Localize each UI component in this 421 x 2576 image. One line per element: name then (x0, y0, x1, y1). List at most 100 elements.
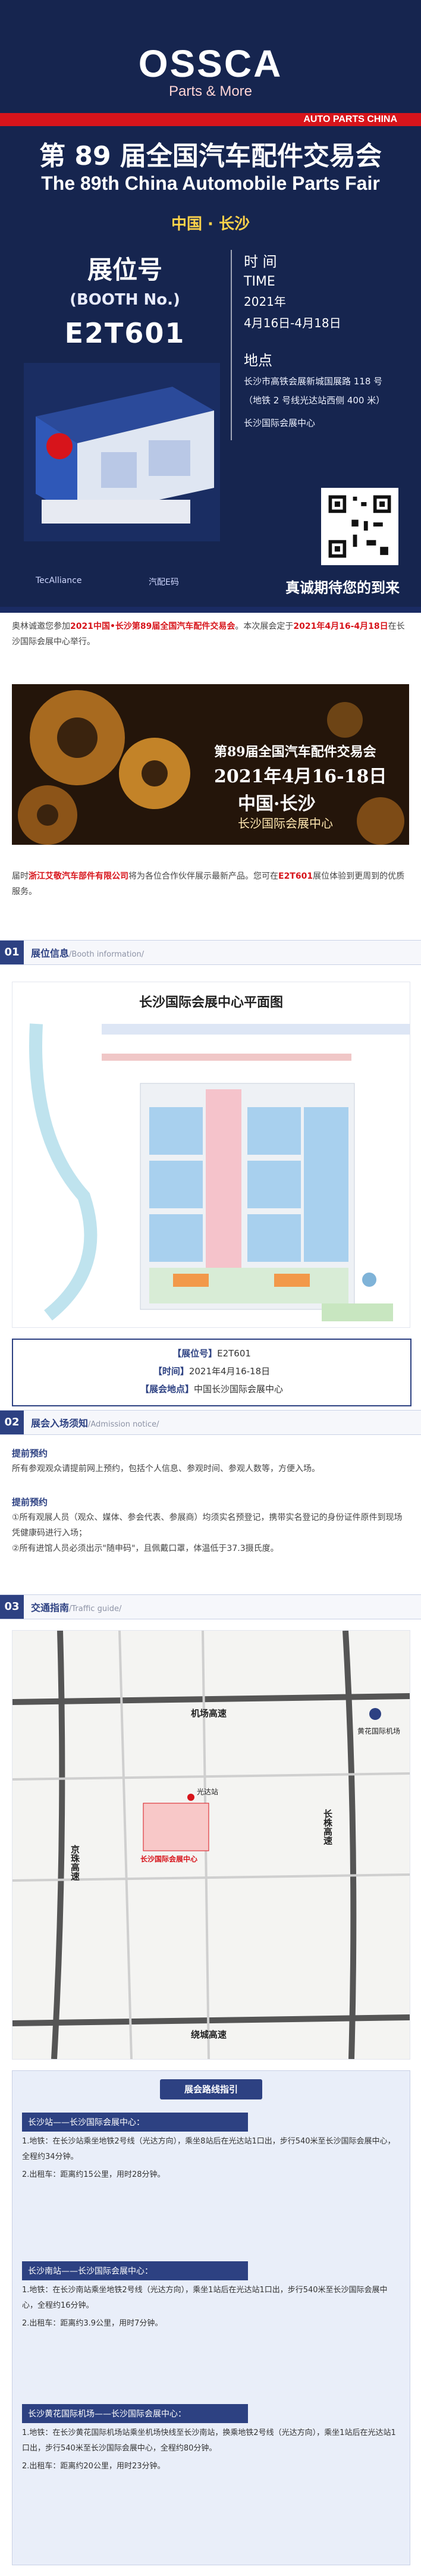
time-label-cn: 时 间 (244, 253, 277, 270)
booth-info-key: 【展会地点】 (140, 1384, 194, 1394)
partner-ecode: 汽配E码 (149, 578, 179, 587)
section-title-en: /Admission notice/ (88, 1420, 159, 1429)
banner-fair-title: 第89届全国汽车配件交易会 (214, 744, 376, 760)
booth-number-block: 展位号 (BOOTH No.) E2T601 (48, 250, 202, 349)
route-title: 长沙站——长沙国际会展中心： (22, 2113, 248, 2132)
auto-parts-tag: AUTO PARTS CHINA (303, 114, 397, 124)
hero-poster: OSSCA Parts & More AUTO PARTS CHINA 第 89… (0, 0, 421, 613)
qr-code-icon (321, 488, 398, 565)
floor-plan-map (12, 1018, 410, 1327)
gears-illustration (12, 684, 409, 845)
booth-info-line: 【时间】2021年4月16-18日 (13, 1362, 410, 1380)
route-block-changsha-south: 长沙南站——长沙国际会展中心： 1.地铁：在长沙南站乘坐地铁2号线（光达方向），… (22, 2261, 400, 2331)
section-header-admission: 02 展会入场须知/Admission notice/ (0, 1410, 421, 1435)
intro-text: 。本次展会定于 (235, 622, 294, 631)
gear-banner-image: 第89届全国汽车配件交易会 2021年4月16-18日 中国·长沙 长沙国际会展… (12, 684, 409, 845)
company-name-highlight: 浙江艾敬汽车部件有限公司 (29, 872, 128, 881)
booth-info-line: 【展会地点】中国长沙国际会展中心 (13, 1380, 410, 1398)
fair-title-cn: 第 89 届全国汽车配件交易会 (39, 141, 382, 171)
section-number: 03 (0, 1595, 24, 1619)
admission-heading: 提前预约 (12, 1497, 48, 1508)
section-title-cn: 交通指南 (31, 1602, 70, 1613)
intro-text: 展位体验到更周到的优质服务。 (12, 872, 405, 897)
admission-text: ①所有观展人员（观众、媒体、参会代表、参展商）均须实名预登记，携带实名登记的身份… (12, 1513, 403, 1538)
road-label: 京珠高速 (70, 1845, 80, 1881)
airport-label: 黄花国际机场 (357, 1727, 401, 1735)
booth-info-line: 【展位号】E2T601 (13, 1345, 410, 1362)
intro-text: 将为各位合作伙伴展示最新产品。您可在 (128, 872, 278, 881)
section-title-cn: 展位信息 (31, 948, 70, 959)
logo-subtitle: Parts & More (168, 83, 253, 99)
section-header-booth: 01 展位信息/Booth information/ (0, 940, 421, 965)
red-bar (0, 113, 421, 126)
route-detail: 2.出租车：距离约15公里，用时28分钟。 (22, 2170, 165, 2179)
section-title-cn: 展会入场须知 (31, 1418, 89, 1429)
fair-info: 时 间 TIME 2021年 4月16日-4月18日 地点 长沙市高铁会展新城国… (244, 250, 410, 430)
admission-notice: 提前预约 所有参观观众请提前网上预约，包括个人信息、参观时间、参观人数等，方便入… (12, 1440, 409, 1556)
fair-dates: 4月16日-4月18日 (244, 316, 341, 330)
road-map (12, 1631, 410, 2059)
route-detail: 2.出租车：距离约3.9公里，用时7分钟。 (22, 2319, 163, 2328)
route-guide-title: 展会路线指引 (160, 2079, 262, 2099)
booth-info-value: E2T601 (217, 1348, 251, 1359)
booth-code-highlight: E2T601 (278, 872, 313, 881)
booth-label-en: (BOOTH No.) (70, 291, 180, 309)
floor-plan-title: 长沙国际会展中心平面图 (139, 995, 283, 1010)
place-address: 长沙市高铁会展新城国展路 118 号 (244, 376, 383, 387)
traffic-map: 机场高速 长株高速 京珠高速 绕城高速 长沙国际会展中心 光达站 黄花国际机场 (12, 1630, 410, 2060)
route-guide-panel: 展会路线指引 长沙站——长沙国际会展中心： 1.地铁：在长沙站乘坐地铁2号线（光… (12, 2070, 410, 2565)
route-block-changsha-station: 长沙站——长沙国际会展中心： 1.地铁：在长沙站乘坐地铁2号线（光达方向），乘坐… (22, 2113, 400, 2183)
route-block-airport: 长沙黄花国际机场——长沙国际会展中心： 1.地铁：在长沙黄花国际机场站乘坐机场快… (22, 2404, 400, 2474)
booth-label-cn: 展位号 (87, 255, 162, 284)
station-label: 光达站 (197, 1788, 219, 1796)
fair-year: 2021年 (244, 294, 286, 309)
road-label: 绕城高速 (191, 2029, 227, 2040)
venue-floor-plan: 长沙国际会展中心平面图 (12, 982, 410, 1328)
booth-info-value: 中国长沙国际会展中心 (194, 1384, 284, 1394)
place-metro-note: （地铁 2 号线光达站西侧 400 米） (244, 395, 385, 406)
intro-text: 在长沙国际会展中心举行。 (12, 622, 405, 647)
booth-code: E2T601 (64, 317, 186, 349)
partner-tecalliance: TecAlliance (36, 576, 82, 585)
route-detail: 1.地铁：在长沙南站乘坐地铁2号线（光达方向），乘坐1站后在光达站1口出，步行5… (22, 2286, 388, 2310)
venue-marker-label: 长沙国际会展中心 (140, 1855, 198, 1863)
route-detail: 1.地铁：在长沙站乘坐地铁2号线（光达方向），乘坐8站后在光达站1口出，步行54… (22, 2137, 395, 2161)
intro-paragraph-1: 奥林诚邀您参加2021中国•长沙第89届全国汽车配件交易会。本次展会定于2021… (12, 619, 409, 650)
booth-info-box: 【展位号】E2T601 【时间】2021年4月16-18日 【展会地点】中国长沙… (12, 1339, 411, 1406)
section-title: 展位信息/Booth information/ (31, 945, 144, 960)
section-number: 02 (0, 1411, 24, 1434)
admission-heading: 提前预约 (12, 1448, 48, 1459)
intro-paragraph-2: 届时浙江艾敬汽车部件有限公司将为各位合作伙伴展示最新产品。您可在E2T601展位… (12, 869, 409, 900)
fair-city: 中国 · 长沙 (171, 215, 250, 233)
time-label-en: TIME (244, 274, 275, 289)
route-title: 长沙南站——长沙国际会展中心： (22, 2261, 248, 2280)
slogan: 真诚期待您的到来 (285, 579, 400, 596)
section-title: 展会入场须知/Admission notice/ (31, 1415, 159, 1430)
booth-info-key: 【时间】 (153, 1366, 189, 1377)
booth-info-value: 2021年4月16-18日 (188, 1366, 271, 1377)
admission-text: 所有参观观众请提前网上预约，包括个人信息、参观时间、参观人数等，方便入场。 (12, 1464, 320, 1474)
ossca-logo: OSSCA (138, 42, 283, 85)
fair-name-highlight: 2021中国•长沙第89届全国汽车配件交易会 (70, 622, 235, 631)
fair-title-en: The 89th China Automobile Parts Fair (41, 173, 380, 194)
route-detail: 1.地铁：在长沙黄花国际机场站乘坐机场快线至长沙南站，换乘地铁2号线（光达方向）… (22, 2428, 396, 2453)
fair-date-highlight: 2021年4月16-4月18日 (293, 622, 388, 631)
road-label: 长株高速 (322, 1809, 333, 1845)
section-title: 交通指南/Traffic guide/ (31, 1600, 121, 1614)
route-detail: 2.出租车：距离约20公里，用时23分钟。 (22, 2462, 165, 2471)
section-title-en: /Traffic guide/ (69, 1604, 122, 1613)
place-label: 地点 (244, 352, 272, 369)
road-label: 机场高速 (191, 1708, 227, 1719)
intro-text: 届时 (12, 872, 29, 881)
admission-text: ②所有进馆人员必须出示"随申码"，且佩戴口罩，体温低于37.3摄氏度。 (12, 1544, 279, 1553)
banner-fair-venue: 长沙国际会展中心 (238, 816, 333, 831)
section-header-traffic: 03 交通指南/Traffic guide/ (0, 1594, 421, 1619)
booth-render-image (24, 363, 220, 541)
banner-fair-city: 中国·长沙 (238, 794, 316, 814)
route-title: 长沙黄花国际机场——长沙国际会展中心： (22, 2404, 248, 2423)
banner-fair-date: 2021年4月16-18日 (214, 766, 387, 787)
divider-line (231, 250, 232, 440)
section-title-en: /Booth information/ (69, 950, 144, 959)
section-number: 01 (0, 941, 24, 964)
